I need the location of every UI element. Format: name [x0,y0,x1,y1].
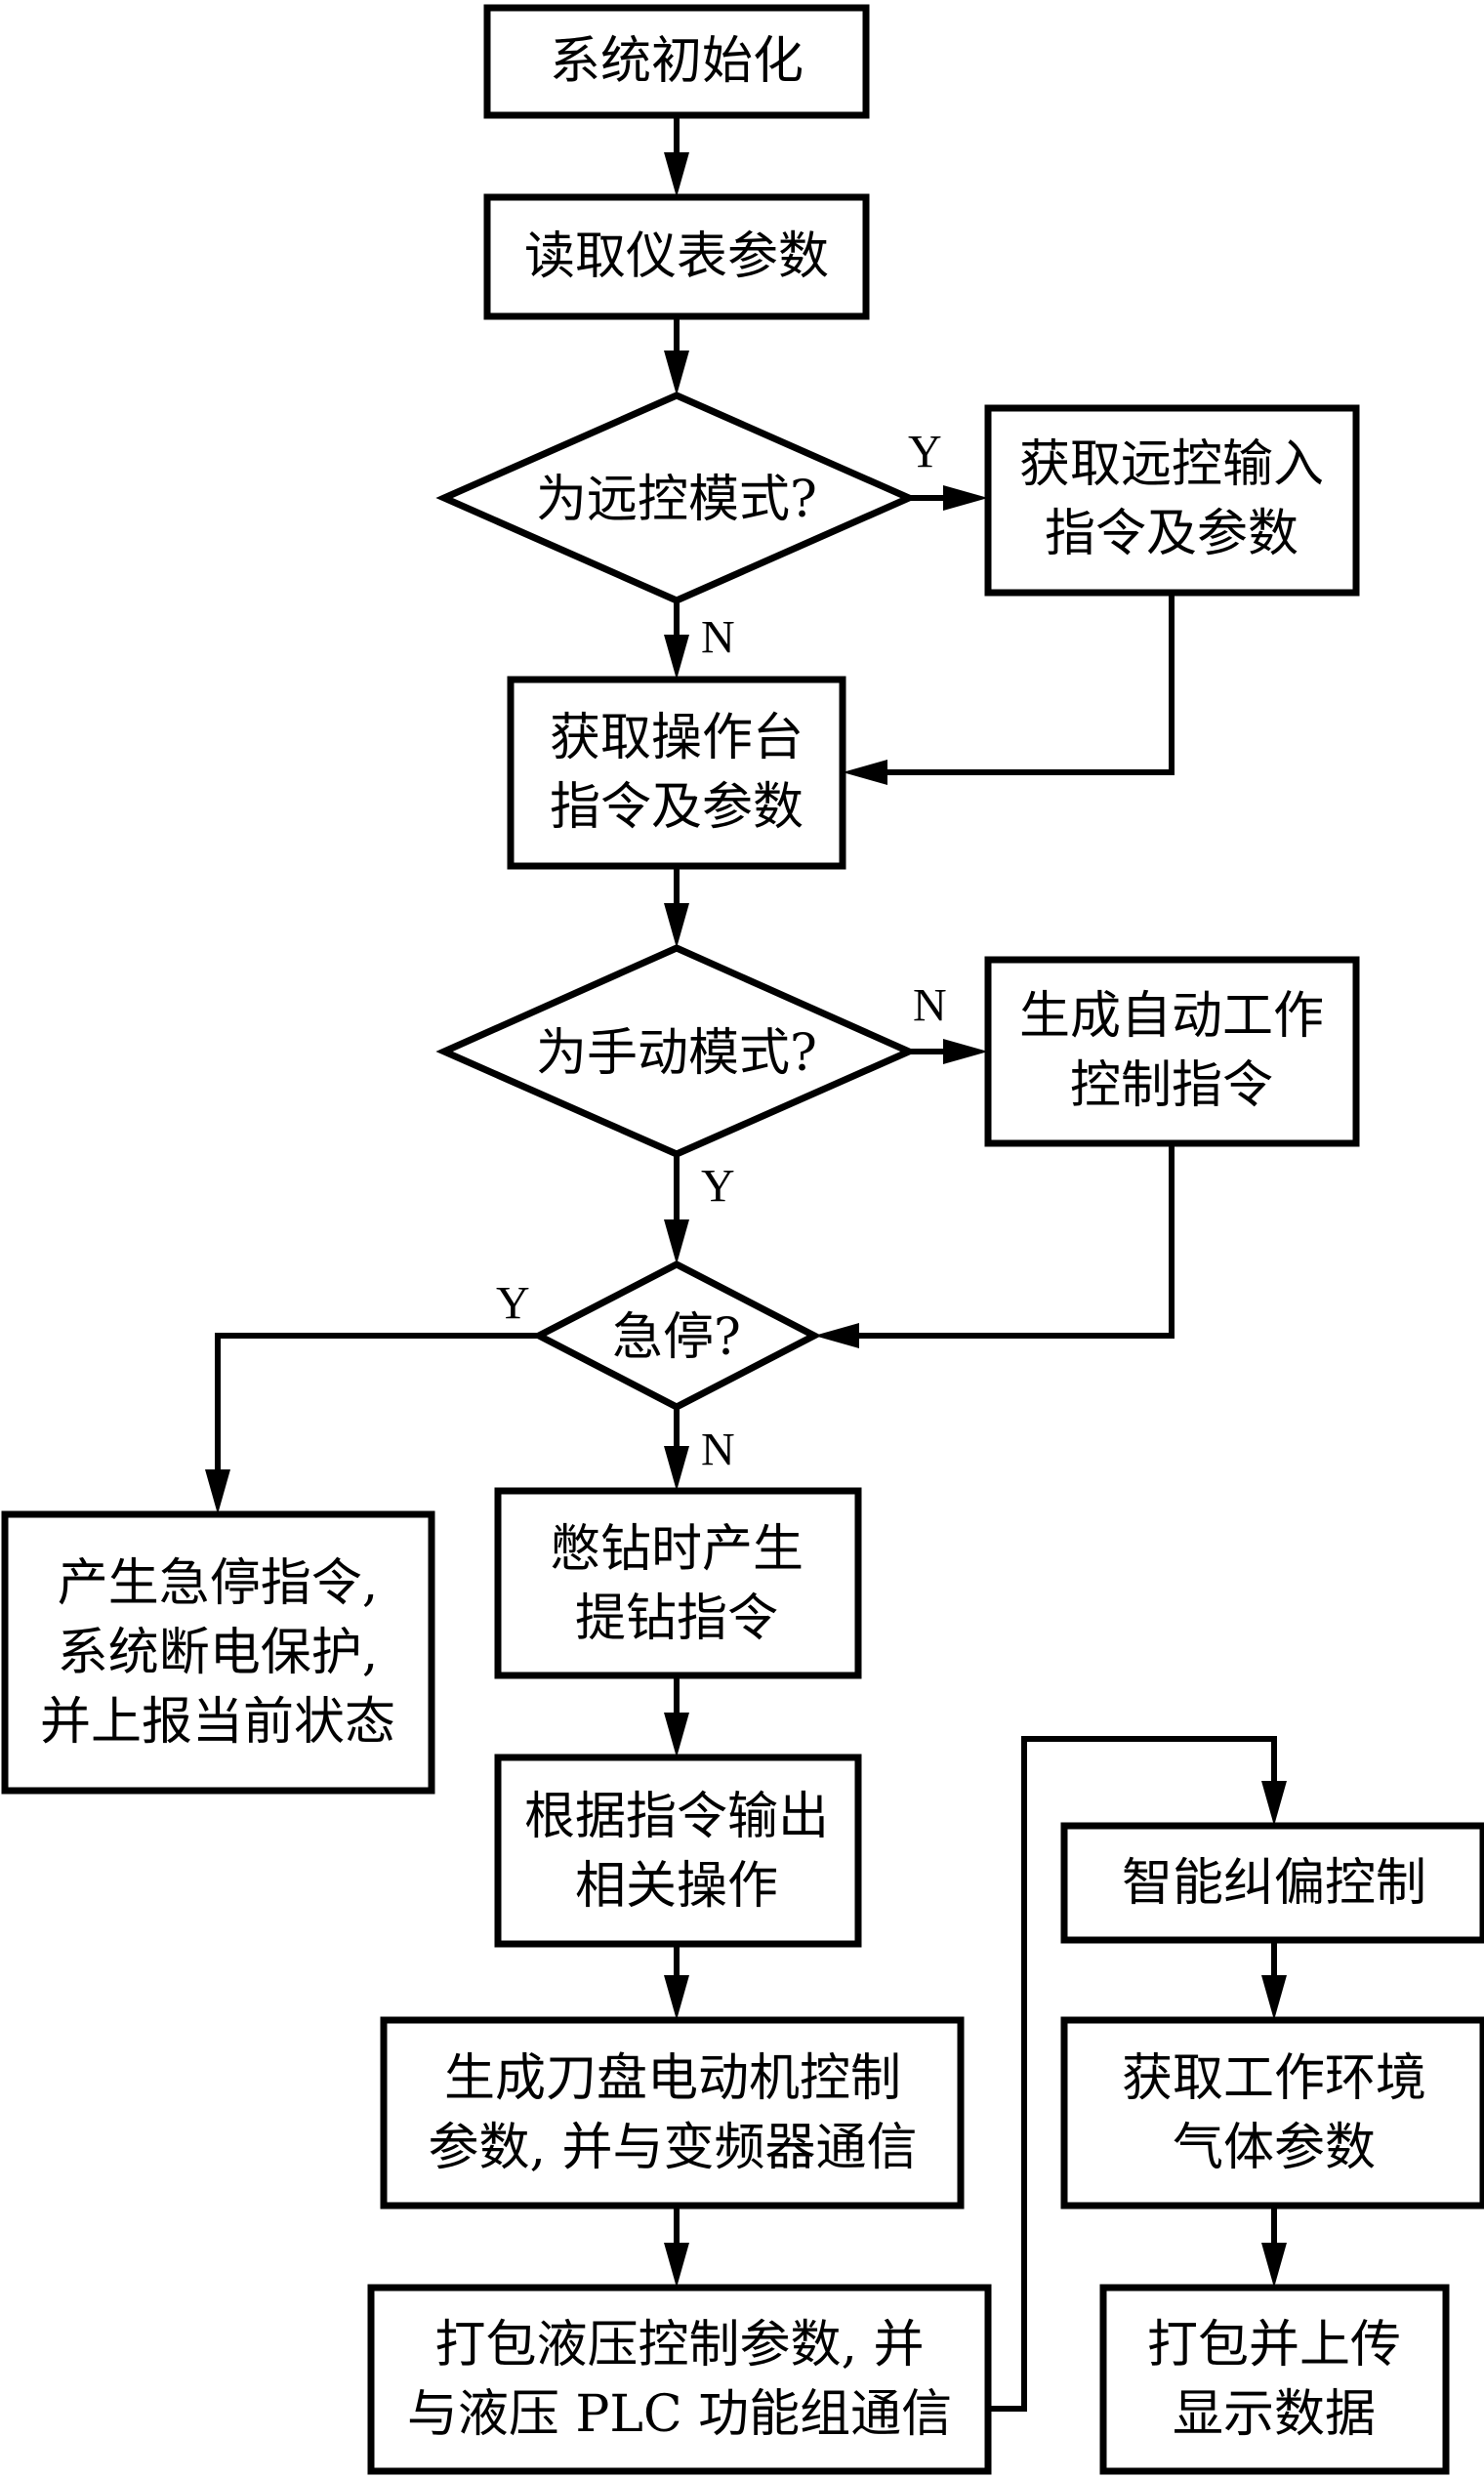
arrowhead-down [664,903,689,948]
node-estop-action [1,1510,435,1795]
node-stall-lift-label-2: 提钻指令 [575,1590,778,1648]
arrowhead-down [664,351,689,395]
arrowhead-down [664,635,689,680]
edge-label-estop-no: N [701,1425,735,1476]
arrowhead-left [843,760,887,785]
arrowhead-down [664,1446,689,1491]
edge-hydraulic-to-deviation [988,1736,1277,2412]
node-estop [531,1260,822,1411]
node-gas-params-label-1: 获取工作环境 [1122,2049,1426,2108]
arrowhead-down [1261,1781,1287,1826]
arrowhead-down [205,1469,230,1514]
node-remote-input-label-2: 指令及参数 [1045,505,1298,563]
node-output-ops [494,1754,862,1948]
node-read-params-label: 读取仪表参数 [524,227,829,286]
node-upload [1099,2284,1450,2475]
node-estop-action-label-3: 并上报当前状态 [40,1693,395,1752]
node-console-input-label-1: 获取操作台 [550,709,804,767]
node-console-input [507,676,846,870]
node-read-params [483,193,870,320]
node-upload-label-2: 显示数据 [1173,2385,1376,2444]
node-hydraulic [367,2284,992,2475]
node-deviation [1060,1822,1484,1944]
edge-remote-to-console [884,593,1175,775]
node-auto-cmd-label-1: 生成自动工作 [1019,987,1324,1046]
arrowhead-down [664,152,689,197]
node-stall-lift-label-1: 憋钻时产生 [550,1520,804,1579]
node-motor-ctrl [380,2016,965,2210]
edge-label-remote-yes: Y [908,427,942,478]
node-is-manual-label: 为手动模式? [536,1024,817,1083]
node-gas-params-label-2: 气体参数 [1173,2119,1376,2177]
node-remote-input [984,404,1360,597]
arrowhead-down [664,1975,689,2020]
node-auto-cmd-label-2: 控制指令 [1070,1056,1273,1115]
arrowhead-left [814,1323,859,1348]
node-is-remote [435,392,918,604]
node-upload-label-1: 打包并上传 [1147,2316,1401,2375]
arrowhead-down [664,1713,689,1757]
edge-label-remote-no: N [701,612,735,664]
node-init [483,4,870,119]
node-hydraulic-label-1: 打包液压控制参数, 并 [434,2316,924,2375]
arrowhead-down [664,2243,689,2288]
edge-auto-to-estop [854,1143,1175,1339]
node-estop-label: 急停? [612,1308,741,1367]
node-remote-input-label-1: 获取远控输入 [1019,435,1324,494]
arrowhead-right [943,1039,988,1064]
node-deviation-label: 智能纠偏控制 [1122,1854,1426,1913]
node-estop-action-label-1: 产生急停指令, [58,1554,379,1613]
node-init-label: 系统初始化 [550,32,804,91]
node-motor-ctrl-label-1: 生成刀盘电动机控制 [444,2049,901,2108]
node-estop-action-label-2: 系统断电保护, [58,1624,379,1682]
edge-estop-yes [215,1333,539,1469]
arrowhead-down [1261,2243,1287,2288]
arrowhead-down [664,1219,689,1264]
node-output-ops-label-2: 相关操作 [575,1857,778,1916]
edge-label-estop-yes: Y [496,1278,530,1330]
arrowhead-down [1261,1975,1287,2020]
node-gas-params [1060,2016,1484,2210]
arrowhead-right [943,485,988,511]
node-is-manual [435,944,918,1158]
node-console-input-label-2: 指令及参数 [550,778,804,837]
node-stall-lift [494,1487,862,1679]
node-hydraulic-label-2: 与液压 PLC 功能组通信 [407,2385,952,2444]
node-is-remote-label: 为远控模式? [536,471,817,529]
node-motor-ctrl-label-2: 参数, 并与变频器通信 [428,2119,917,2177]
node-auto-cmd [984,956,1360,1147]
edge-label-manual-no: N [913,980,947,1032]
node-output-ops-label-1: 根据指令输出 [524,1788,829,1846]
edge-label-manual-yes: Y [701,1161,735,1213]
